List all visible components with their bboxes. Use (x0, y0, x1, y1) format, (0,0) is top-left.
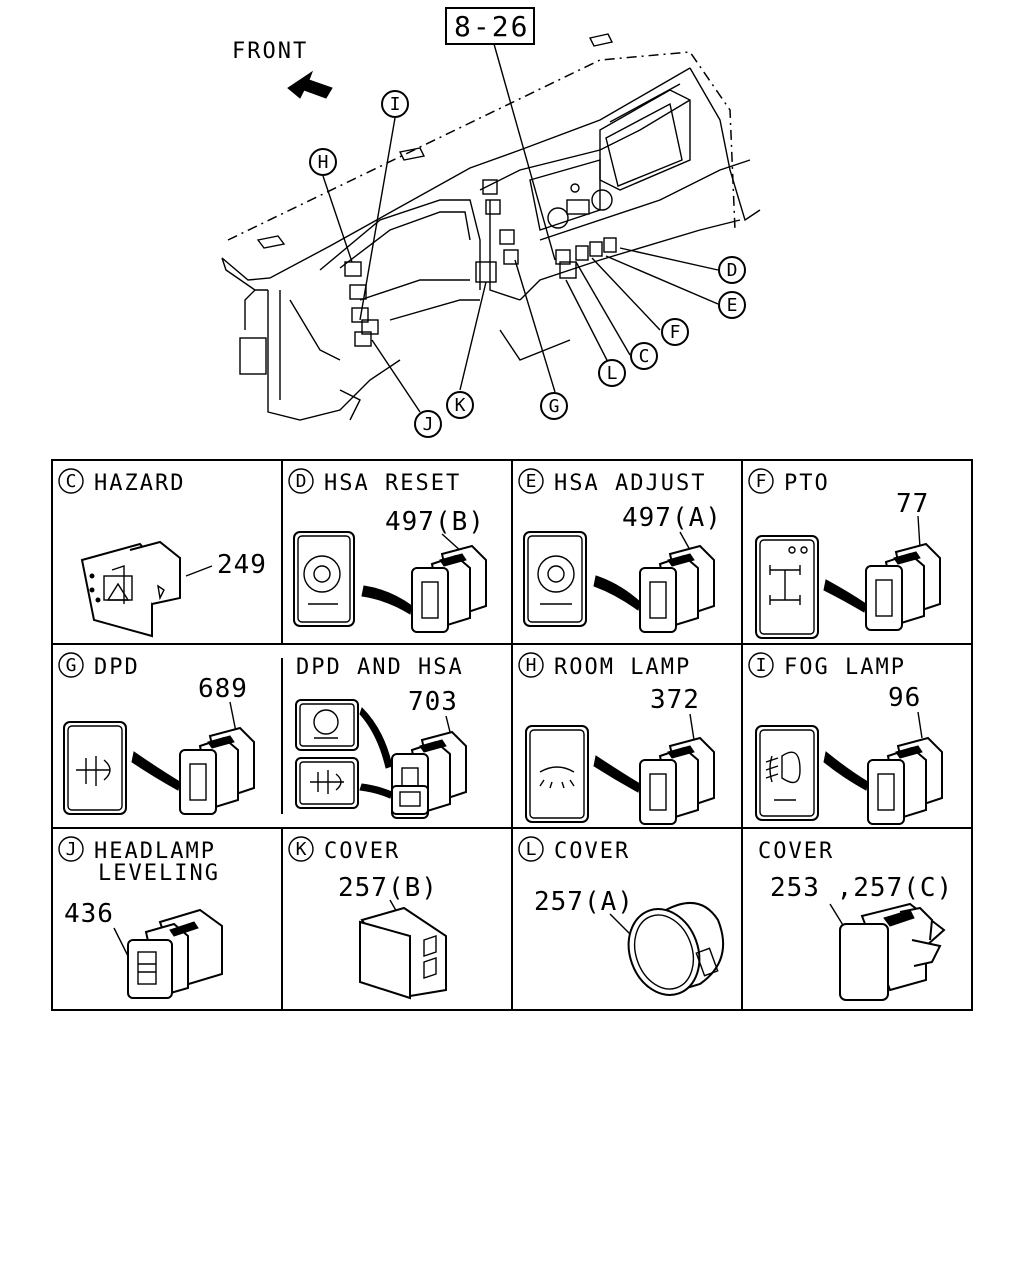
panel-cover-k: K COVER 257(B) (288, 836, 447, 1000)
panel-room-lamp-title: ROOM LAMP (554, 655, 691, 680)
panel-hsa-adjust-title: HSA ADJUST (554, 471, 706, 496)
svg-text:L: L (526, 839, 537, 860)
callout-k: K (446, 391, 474, 419)
panel-headlamp-leveling-title2: LEVELING (98, 861, 220, 886)
panel-hsa-reset-title: HSA RESET (324, 471, 461, 496)
panel-pto-part: 77 (896, 489, 929, 519)
svg-text:E: E (727, 295, 738, 316)
panel-headlamp-leveling-part: 436 (64, 899, 114, 929)
cover-c-icon (839, 923, 889, 1001)
callout-l: L (598, 359, 626, 387)
panel-dpd-and-hsa-part: 703 (408, 687, 458, 717)
svg-text:F: F (670, 322, 681, 343)
panel-headlamp-leveling-title: HEADLAMP (94, 839, 216, 864)
cover-l-icon (627, 908, 701, 996)
svg-text:H: H (318, 152, 329, 173)
panel-hsa-reset: D HSA RESET 497(B) (288, 468, 487, 633)
svg-text:J: J (423, 414, 434, 435)
pto-icon (769, 565, 801, 605)
svg-text:D: D (727, 260, 738, 281)
panel-hazard-letter: C (66, 471, 77, 492)
panel-cover-l-part: 257(A) (534, 887, 634, 917)
hsa-adjust-icon (537, 555, 575, 593)
callout-c: C (630, 342, 658, 370)
panel-cover-c-part: 253 ,257(C) (770, 873, 953, 903)
panel-hsa-reset-part: 497(B) (385, 507, 485, 537)
dpd-icon (76, 756, 111, 786)
panel-dpd-title: DPD (94, 655, 140, 680)
panel-hazard: C HAZARD 249 (58, 468, 267, 638)
dashboard-illustration: FRONT 8-26 (221, 7, 761, 438)
panel-cover-c-title: COVER (758, 839, 834, 864)
panel-fog-lamp-title: FOG LAMP (784, 655, 906, 680)
svg-text:I: I (390, 94, 401, 115)
panel-dpd-and-hsa-title: DPD AND HSA (296, 655, 464, 680)
svg-text:J: J (66, 839, 77, 860)
headlamp-leveling-dial-icon (137, 951, 157, 985)
svg-text:L: L (607, 363, 618, 384)
svg-text:G: G (66, 655, 77, 676)
svg-text:G: G (549, 396, 560, 417)
panel-dpd-part: 689 (198, 674, 248, 704)
panel-hazard-title: HAZARD (94, 471, 185, 496)
panel-room-lamp-part: 372 (650, 685, 700, 715)
dpd-hsa-dpd-icon (310, 770, 344, 794)
panel-cover-l: L COVER 257(A) (518, 836, 725, 996)
hsa-reset-icon (303, 555, 341, 593)
ref-box (445, 7, 535, 45)
callout-h: H (309, 148, 337, 176)
dpd-hsa-hsa-icon (313, 709, 339, 735)
panel-dpd-and-hsa: DPD AND HSA 703 (295, 655, 467, 819)
svg-text:K: K (455, 395, 466, 416)
panel-pto-title: PTO (784, 471, 830, 496)
callout-f: F (661, 318, 689, 346)
panel-headlamp-leveling: J HEADLAMP LEVELING 436 (58, 836, 223, 999)
hazard-switch-icon (111, 565, 125, 604)
panel-cover-c: COVER 253 ,257(C) (758, 839, 953, 1001)
svg-text:I: I (756, 655, 767, 676)
panel-cover-k-title: COVER (324, 839, 400, 864)
callout-e: E (718, 291, 746, 319)
panel-cover-l-title: COVER (554, 839, 630, 864)
callout-j: J (414, 410, 442, 438)
room-lamp-icon (539, 766, 575, 789)
svg-text:K: K (296, 839, 307, 860)
front-label: FRONT (232, 39, 308, 64)
front-arrow-icon (287, 70, 333, 99)
svg-text:H: H (526, 655, 537, 676)
parts-grid (51, 459, 973, 1011)
svg-text:F: F (756, 471, 767, 492)
ref-box-label: 8-26 (454, 10, 529, 43)
panel-hsa-adjust-part: 497(A) (622, 503, 722, 533)
panel-hazard-part: 249 (217, 550, 267, 580)
panel-fog-lamp-part: 96 (888, 683, 921, 713)
fog-lamp-icon (765, 751, 801, 784)
panel-cover-k-part: 257(B) (338, 873, 438, 903)
panel-dpd: G DPD 689 (58, 652, 255, 815)
panel-hsa-adjust: E HSA ADJUST 497(A) (518, 468, 722, 633)
callout-g: G (540, 392, 568, 420)
cover-k-icon (359, 920, 411, 1000)
svg-text:C: C (639, 346, 650, 367)
callout-i: I (381, 90, 409, 118)
callout-d: D (718, 256, 746, 284)
svg-text:E: E (526, 471, 537, 492)
panel-pto: F PTO 77 (748, 468, 941, 639)
panel-room-lamp: H ROOM LAMP 372 (518, 652, 715, 825)
panel-fog-lamp: I FOG LAMP 96 (748, 652, 943, 825)
svg-text:D: D (296, 471, 307, 492)
